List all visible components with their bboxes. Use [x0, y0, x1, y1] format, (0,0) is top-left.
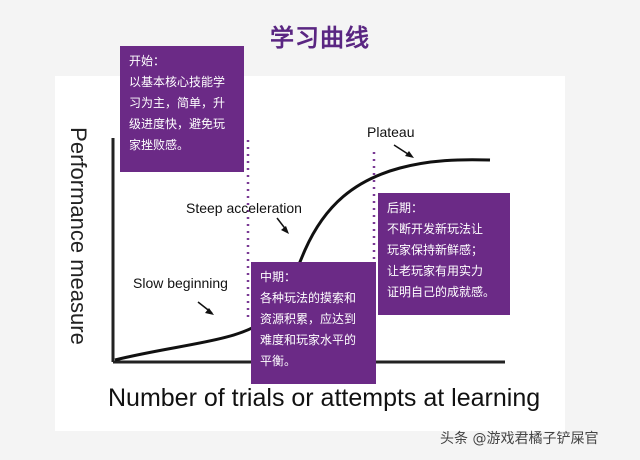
phase-box-late: 后期： 不断开发新玩法让 玩家保持新鲜感； 让老玩家有用实力 证明自己的成就感。	[378, 193, 510, 315]
box-start-line: 级进度快，避免玩	[129, 117, 226, 131]
box-late-line: 让老玩家有用实力	[387, 264, 484, 278]
box-mid-line: 中期：	[260, 270, 297, 284]
annotation-plateau: Plateau	[367, 124, 415, 140]
box-start-line: 习为主，简单，升	[129, 96, 226, 110]
phase-box-mid: 中期： 各种玩法的摸索和 资源积累，应达到 难度和玩家水平的 平衡。	[251, 262, 376, 384]
box-late-line: 不断开发新玩法让	[387, 222, 484, 236]
arrow-slow-head	[205, 308, 214, 315]
box-mid-line: 平衡。	[260, 354, 297, 368]
box-start-line: 以基本核心技能学	[129, 75, 226, 89]
phase-box-start: 开始： 以基本核心技能学 习为主，简单，升 级进度快，避免玩 家挫败感。	[120, 46, 244, 172]
box-late-line: 证明自己的成就感。	[387, 285, 496, 299]
learning-curve	[114, 158, 491, 362]
x-axis-label: Number of trials or attempts at learning	[108, 384, 541, 412]
arrow-steep-head	[281, 226, 289, 234]
box-mid-line: 难度和玩家水平的	[260, 333, 357, 347]
annotation-steep-acceleration: Steep acceleration	[186, 200, 302, 216]
box-late-line: 后期：	[387, 201, 424, 215]
page-title: 学习曲线	[270, 24, 370, 52]
box-late-line: 玩家保持新鲜感；	[387, 243, 484, 257]
box-mid-line: 各种玩法的摸索和	[260, 291, 357, 305]
box-start-line: 家挫败感。	[129, 138, 190, 152]
box-start-line: 开始：	[129, 54, 166, 68]
watermark: 头条 @游戏君橘子铲屎官	[440, 431, 599, 447]
y-axis-label: Performance measure	[66, 127, 91, 345]
arrow-plateau-head	[405, 151, 414, 158]
box-mid-line: 资源积累，应达到	[260, 312, 357, 326]
annotation-slow-beginning: Slow beginning	[133, 275, 228, 291]
